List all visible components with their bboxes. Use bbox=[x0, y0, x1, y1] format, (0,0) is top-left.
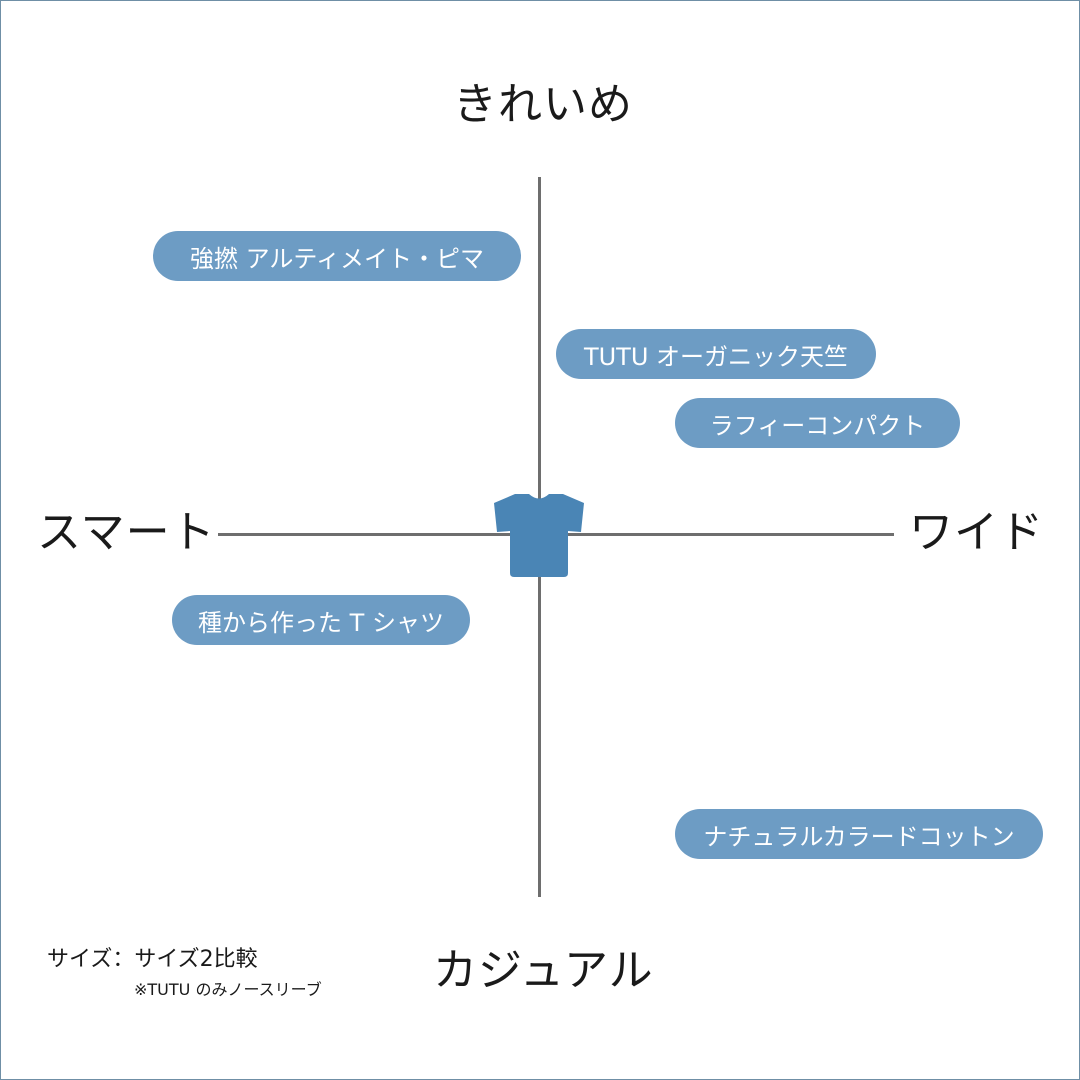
axis-label-left: スマート bbox=[37, 507, 216, 558]
sleeve-note: ※TUTU のみノースリーブ bbox=[134, 980, 322, 999]
product-label-natural-colored-cotton: ナチュラルカラードコットン bbox=[675, 809, 1043, 859]
size-note: サイズ：サイズ2比較 bbox=[47, 947, 258, 972]
axis-label-bottom: カジュアル bbox=[433, 945, 654, 996]
product-label-tutu-organic: TUTU オーガニック天竺 bbox=[556, 329, 876, 379]
axis-label-right: ワイド bbox=[909, 507, 1044, 558]
axis-label-top: きれいめ bbox=[453, 79, 633, 130]
product-label-seed-tshirt: 種から作った T シャツ bbox=[172, 595, 470, 645]
tshirt-icon bbox=[494, 494, 584, 577]
product-label-luffy-compact: ラフィーコンパクト bbox=[675, 398, 960, 448]
product-label-ultimate-pima: 強撚 アルティメイト・ピマ bbox=[153, 231, 521, 281]
